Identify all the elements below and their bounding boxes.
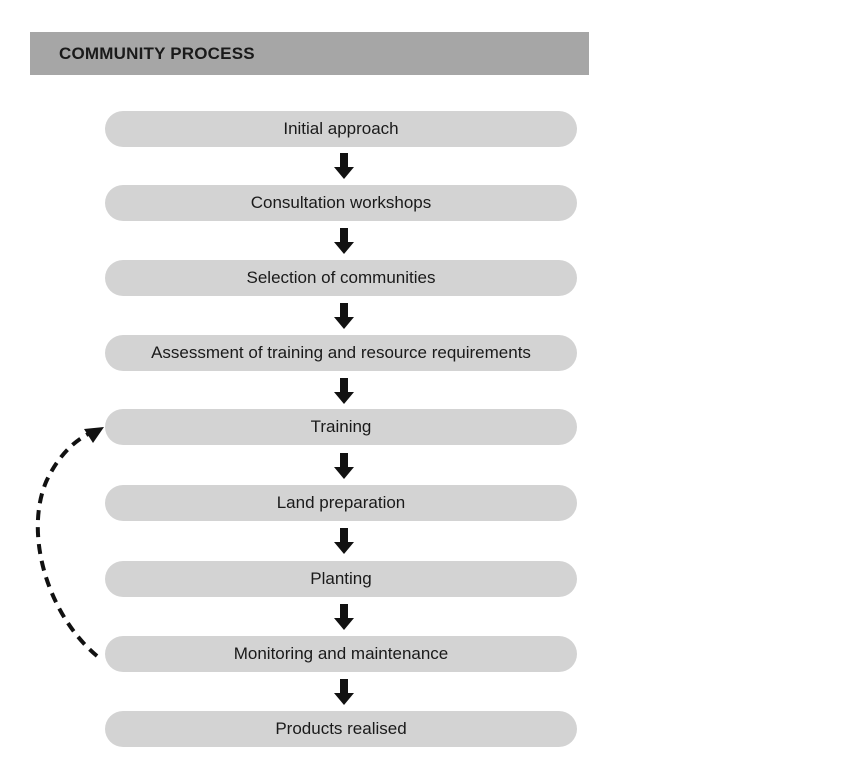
step-label: Products realised	[275, 719, 407, 738]
step-label: Training	[310, 417, 372, 436]
step-land-preparation: Land preparation	[105, 485, 577, 521]
down-arrow-icon	[334, 303, 354, 329]
header-bar: COMMUNITY PROCESS	[30, 32, 589, 75]
down-arrow-icon	[334, 528, 354, 554]
step-label: Planting	[310, 569, 372, 588]
step-planting: Planting	[105, 561, 577, 597]
down-arrow-icon	[334, 604, 354, 630]
step-initial-approach: Initial approach	[105, 111, 577, 147]
step-assessment: Assessment of training and resource requ…	[105, 335, 577, 371]
step-label: Consultation workshops	[250, 193, 432, 212]
down-arrow-icon	[334, 228, 354, 254]
step-label: Monitoring and maintenance	[233, 644, 449, 663]
down-arrow-icon	[334, 679, 354, 705]
step-label: Initial approach	[283, 119, 399, 138]
down-arrow-icon	[334, 453, 354, 479]
page-title: COMMUNITY PROCESS	[59, 44, 255, 63]
step-training: Training	[105, 409, 577, 445]
step-consultation-workshops: Consultation workshops	[105, 185, 577, 221]
step-selection-of-communities: Selection of communities	[105, 260, 577, 296]
step-monitoring-and-maintenance: Monitoring and maintenance	[105, 636, 577, 672]
step-label: Selection of communities	[246, 268, 436, 287]
step-label: Land preparation	[276, 493, 406, 512]
step-products-realised: Products realised	[105, 711, 577, 747]
down-arrow-icon	[334, 378, 354, 404]
step-label: Assessment of training and resource requ…	[151, 343, 531, 362]
down-arrow-icon	[334, 153, 354, 179]
